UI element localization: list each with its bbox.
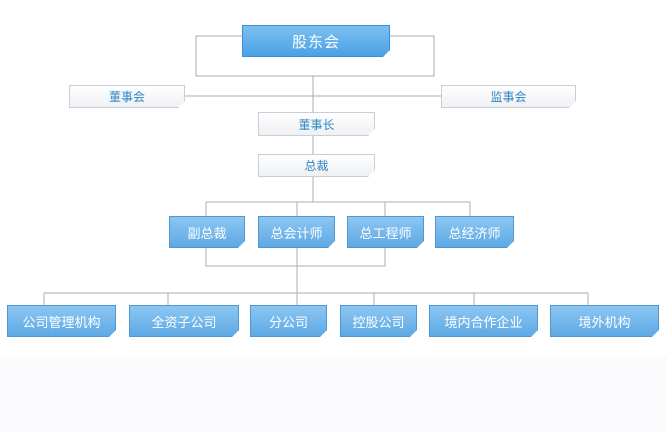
- node-management-org: 公司管理机构: [7, 305, 116, 337]
- node-chief-engineer: 总工程师: [347, 216, 424, 248]
- node-management-org-label: 公司管理机构: [22, 315, 101, 331]
- node-board: 董事会: [69, 85, 185, 108]
- node-domestic-jv-label: 境内合作企业: [444, 315, 523, 331]
- node-chief-economist: 总经济师: [435, 216, 514, 248]
- node-chief-accountant-label: 总会计师: [270, 226, 323, 242]
- node-branch: 分公司: [250, 305, 327, 337]
- node-president-label: 总裁: [304, 159, 329, 173]
- node-supervisors-label: 监事会: [490, 90, 527, 104]
- footer-band: [0, 357, 667, 432]
- node-vice-president: 副总裁: [169, 216, 245, 248]
- node-overseas: 境外机构: [550, 305, 659, 337]
- node-wholly-owned-label: 全资子公司: [151, 315, 217, 331]
- node-chief-accountant: 总会计师: [258, 216, 335, 248]
- node-holding-label: 控股公司: [352, 315, 405, 331]
- node-supervisors: 监事会: [441, 85, 576, 108]
- node-branch-label: 分公司: [268, 315, 308, 331]
- node-overseas-label: 境外机构: [578, 315, 631, 331]
- node-chief-economist-label: 总经济师: [448, 226, 501, 242]
- node-chief-engineer-label: 总工程师: [359, 226, 412, 242]
- node-holding: 控股公司: [340, 305, 417, 337]
- node-president: 总裁: [258, 154, 375, 177]
- connector-shareholders-frame: [195, 35, 435, 77]
- node-domestic-jv: 境内合作企业: [429, 305, 538, 337]
- node-shareholders: 股东会: [242, 25, 390, 57]
- node-vice-president-label: 副总裁: [187, 226, 227, 242]
- node-shareholders-label: 股东会: [291, 32, 340, 51]
- connector-deputies-bottom: [205, 248, 386, 267]
- node-chairman: 董事长: [258, 112, 375, 136]
- node-chairman-label: 董事长: [298, 117, 335, 132]
- node-board-label: 董事会: [108, 90, 145, 104]
- node-wholly-owned: 全资子公司: [129, 305, 239, 337]
